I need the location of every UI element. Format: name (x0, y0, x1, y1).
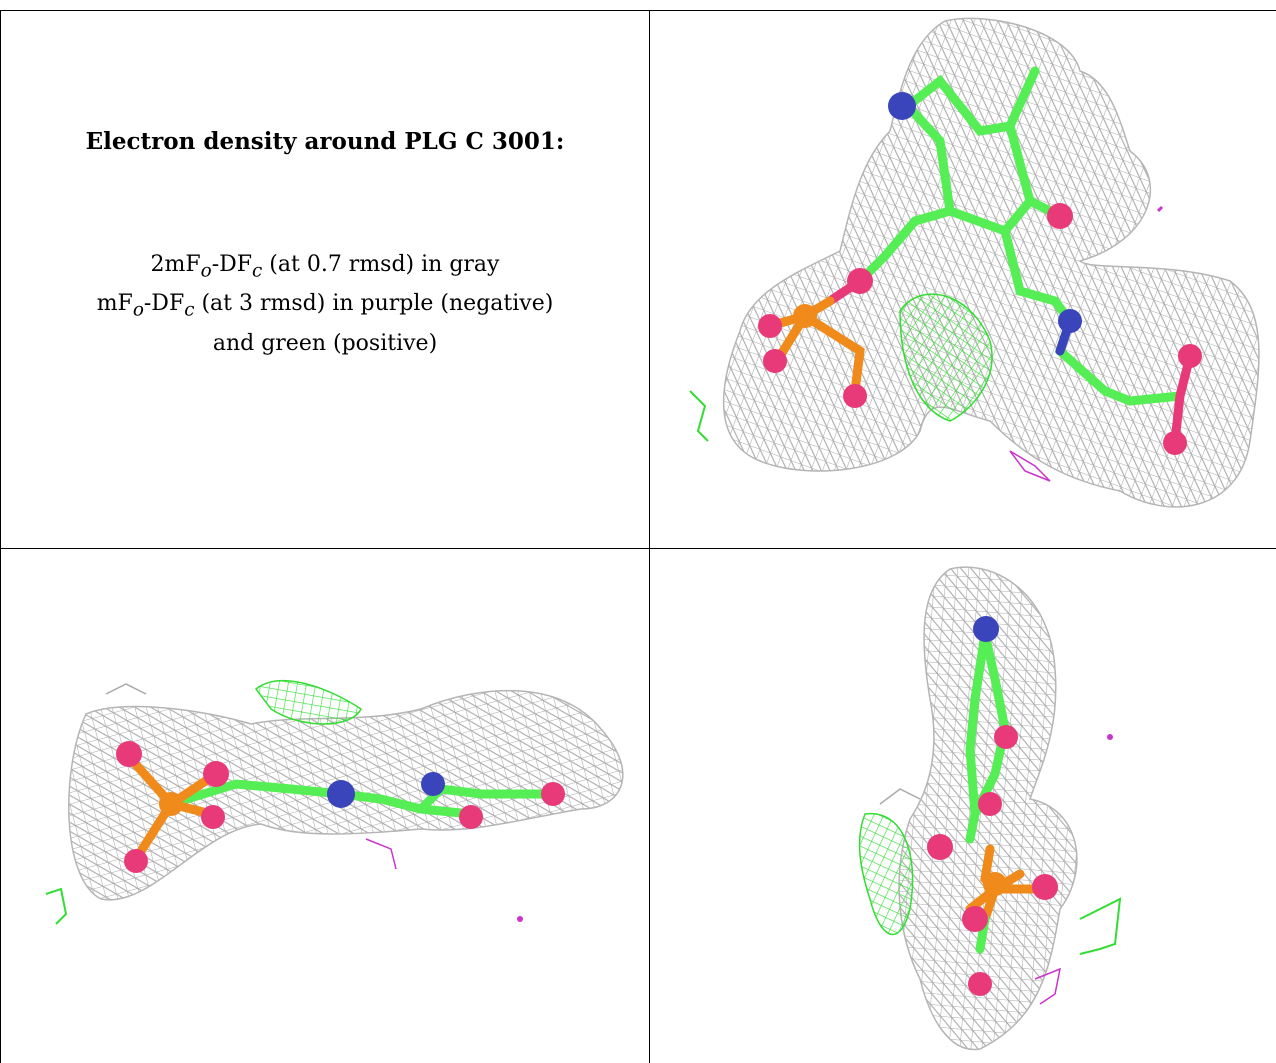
oxygen-atom (763, 349, 787, 373)
oxygen-atom (994, 725, 1018, 749)
oxygen-atom (1178, 344, 1202, 368)
oxygen-atom (459, 805, 483, 829)
nitrogen-atom (421, 772, 445, 796)
left-border (0, 10, 1, 1063)
nitrogen-atom (973, 616, 999, 642)
oxygen-atom (978, 792, 1002, 816)
oxygen-atom (201, 805, 225, 829)
caption-line-fofc: mFo-DFc (at 3 rmsd) in purple (negative) (96, 291, 554, 321)
oxygen-atom (1032, 874, 1058, 900)
oxygen-atom (1047, 203, 1073, 229)
nitrogen-atom (888, 92, 916, 120)
phosphorus-atom (983, 872, 1007, 896)
oxygen-atom (758, 314, 782, 338)
oxygen-atom (116, 741, 142, 767)
nitrogen-atom (327, 780, 355, 808)
positive-density (254, 680, 362, 725)
caption-line-positive: and green (positive) (212, 330, 438, 356)
nitrogen-atom (1058, 309, 1082, 333)
density-render-1 (689, 17, 1260, 508)
positive-density (858, 812, 914, 936)
oxygen-atom (962, 906, 988, 932)
caption-text: 2mFo-DFc (at 0.7 rmsd) in gray mFo-DFc (… (30, 248, 620, 360)
phosphorus-atom (793, 304, 817, 328)
caption-line-2fofc: 2mFo-DFc (at 0.7 rmsd) in gray (150, 252, 500, 282)
top-border (0, 10, 1276, 11)
density-render-3 (858, 566, 1122, 1051)
center-divider (649, 10, 650, 1063)
density-render-2 (45, 680, 624, 925)
oxygen-atom (541, 782, 565, 806)
density-view-top-right (650, 11, 1276, 548)
oxygen-atom (1163, 431, 1187, 455)
oxygen-atom (968, 972, 992, 996)
oxygen-atom (843, 384, 867, 408)
density-view-bottom-left (1, 549, 649, 1063)
density-view-bottom-right (650, 549, 1276, 1063)
caption-cell: Electron density around PLG C 3001: 2mFo… (30, 0, 620, 545)
middle-divider (0, 548, 1276, 549)
figure-title: Electron density around PLG C 3001: (85, 128, 565, 155)
phosphorus-atom (159, 792, 183, 816)
positive-density (899, 293, 993, 422)
oxygen-atom (124, 849, 148, 873)
oxygen-atom (203, 761, 229, 787)
oxygen-atom (927, 834, 953, 860)
oxygen-atom (847, 268, 873, 294)
